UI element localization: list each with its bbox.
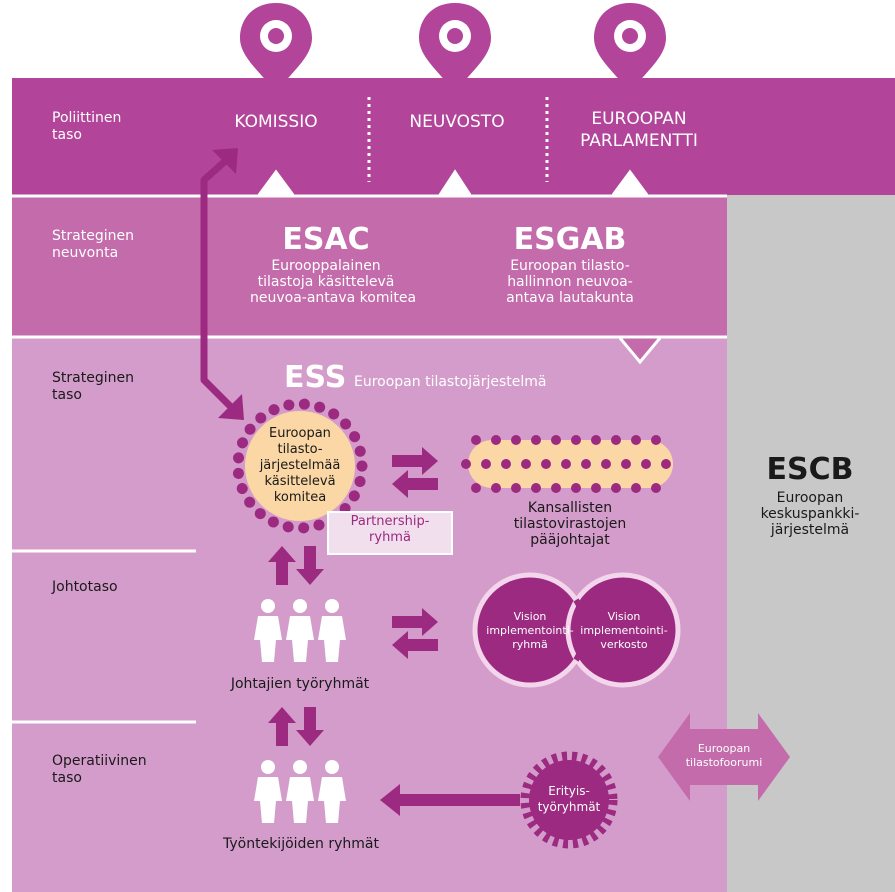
- gear-icon: [520, 751, 618, 849]
- level-label-strategic: Strateginen taso: [52, 370, 134, 403]
- exchange-arrows-icon: [392, 608, 438, 659]
- ess-title: ESS: [284, 360, 347, 395]
- komissio-label: KOMISSIO: [234, 112, 318, 132]
- level-label-management: Johtotaso: [52, 579, 118, 595]
- level-label-operational: Operatiivinen taso: [52, 753, 147, 786]
- people-icon: [254, 760, 346, 823]
- esac-description: Eurooppalainen tilastoja käsittelevä neu…: [250, 258, 417, 306]
- left-arrow: [380, 784, 520, 816]
- strategic-advice-band: [12, 195, 727, 362]
- map-pin-icon: [240, 3, 312, 92]
- forum-arrow: [658, 713, 790, 801]
- escb-area: [727, 195, 895, 892]
- level-label-strategic-advice: Strateginen neuvonta: [52, 228, 134, 261]
- esac-title: ESAC: [282, 222, 370, 257]
- vision-group-label: Vision implementointi- ryhmä: [486, 610, 574, 651]
- heads-bar: [461, 435, 673, 493]
- director-groups-label: Johtajien työryhmät: [230, 676, 370, 692]
- escb-title: ESCB: [766, 452, 854, 487]
- worker-groups-label: Työntekijöiden ryhmät: [223, 836, 379, 852]
- parlamentti-label: EUROOPAN PARLAMENTTI: [580, 109, 698, 151]
- partnership-label: Partnership- ryhmä: [350, 514, 430, 545]
- partnership-box: [327, 511, 453, 555]
- exchange-arrows-icon: [392, 447, 438, 498]
- essc-circle: [232, 398, 368, 534]
- level-label-political: Poliittinen taso: [52, 110, 122, 143]
- esgab-title: ESGAB: [513, 222, 627, 257]
- connector-arrow: [200, 148, 244, 420]
- forum-label: Euroopan tilastofoorumi: [685, 742, 763, 769]
- escb-description: Euroopan keskuspankki- järjestelmä: [760, 490, 860, 538]
- heads-label: Kansallisten tilastovirastojen pääjohtaj…: [513, 500, 627, 548]
- task-forces-label: Erityis- työryhmät: [537, 784, 601, 814]
- essc-label: Euroopan tilasto- järjestelmää käsittele…: [259, 426, 341, 505]
- vision-network-label: Vision implementointi- verkosto: [580, 610, 668, 651]
- vision-circles: [472, 572, 681, 688]
- map-pin-icon: [419, 3, 491, 92]
- up-down-arrows-icon: [268, 707, 324, 746]
- up-down-arrows-icon: [268, 546, 324, 585]
- political-band: [12, 78, 895, 195]
- ess-subtitle: Euroopan tilastojärjestelmä: [354, 374, 547, 390]
- esgab-description: Euroopan tilasto- hallinnon neuvoa- anta…: [506, 258, 634, 306]
- neuvosto-label: NEUVOSTO: [409, 112, 505, 132]
- people-icon: [254, 599, 346, 662]
- map-pin-icon: [594, 3, 666, 92]
